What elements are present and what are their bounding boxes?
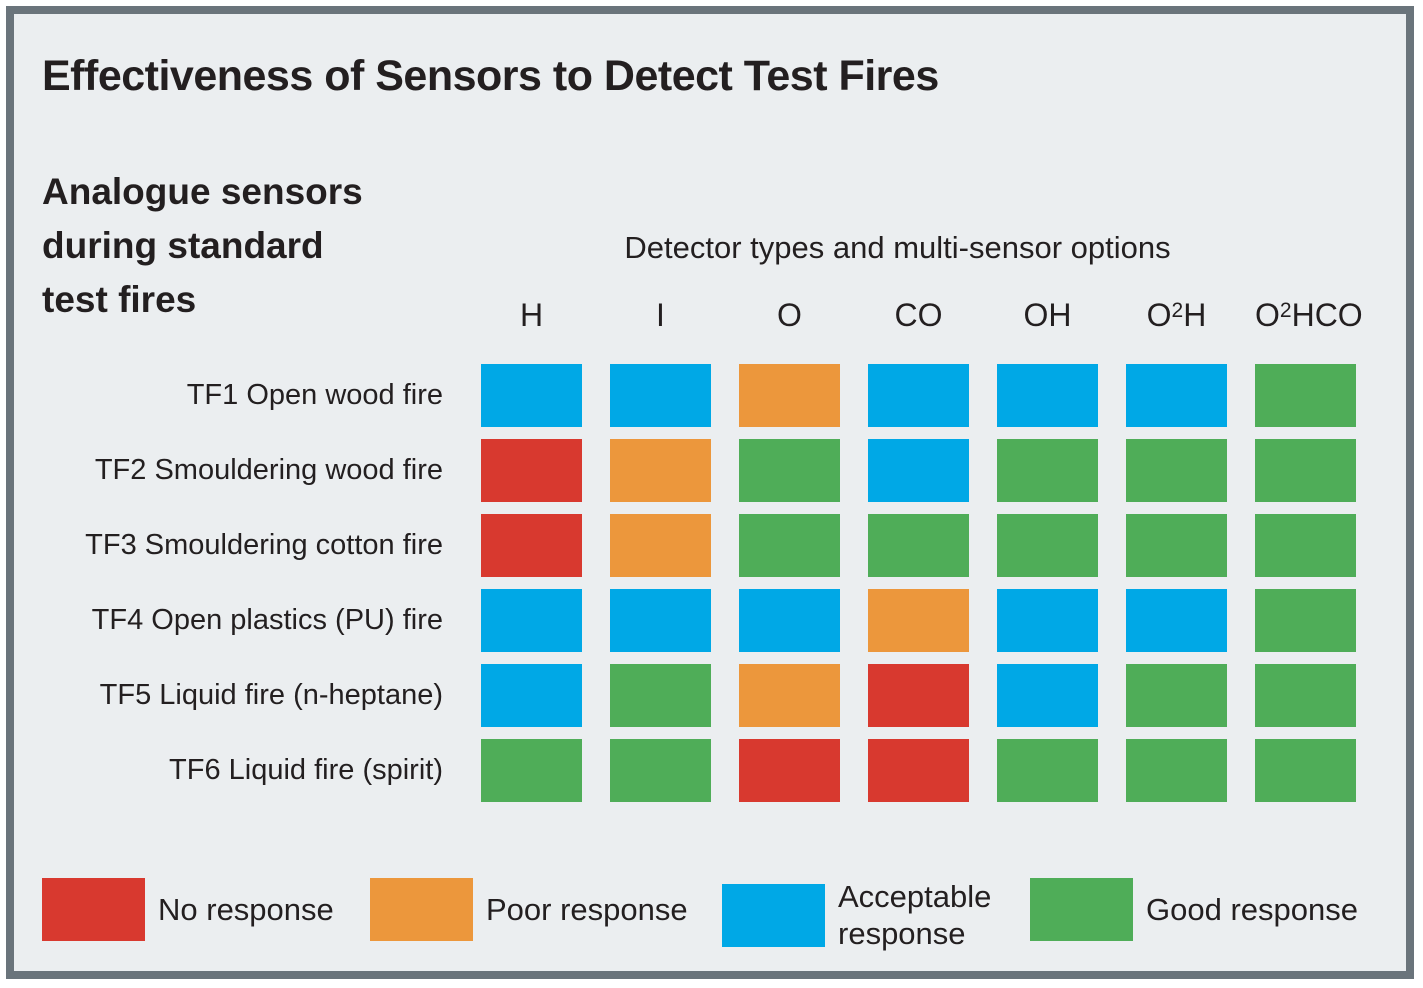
matrix-cell	[610, 589, 711, 652]
legend-item-no: No response	[42, 878, 334, 941]
matrix-cell	[997, 589, 1098, 652]
matrix-cell	[610, 664, 711, 727]
row-axis-title-line: during standard	[42, 225, 324, 266]
legend-label-good: Good response	[1146, 892, 1358, 927]
matrix-cell	[1255, 739, 1356, 802]
matrix-cell	[739, 439, 840, 502]
matrix-cell	[1255, 589, 1356, 652]
matrix	[481, 364, 1356, 802]
legend-swatch-acceptable	[722, 883, 825, 947]
row-label-2: TF3 Smouldering cotton fire	[85, 529, 443, 561]
row-axis-title-line: test fires	[42, 279, 197, 320]
legend-swatch-no	[42, 878, 145, 941]
superscript: 2	[1279, 299, 1292, 322]
matrix-cell	[997, 739, 1098, 802]
matrix-cell	[868, 739, 969, 802]
column-header-6: O2HCO	[1255, 297, 1363, 333]
matrix-cell	[868, 664, 969, 727]
matrix-cell	[739, 514, 840, 577]
matrix-cell	[1126, 664, 1227, 727]
chart-title: Effectiveness of Sensors to Detect Test …	[42, 52, 939, 100]
column-header-2: O	[777, 297, 802, 333]
matrix-cell	[739, 739, 840, 802]
legend-item-good: Good response	[1030, 878, 1358, 941]
matrix-cell	[868, 514, 969, 577]
matrix-cell	[739, 664, 840, 727]
matrix-cell	[1255, 364, 1356, 427]
matrix-cell	[481, 589, 582, 652]
matrix-cell	[481, 739, 582, 802]
matrix-cell	[610, 439, 711, 502]
matrix-cell	[868, 364, 969, 427]
legend-item-acceptable: Acceptable response	[722, 878, 1038, 952]
matrix-cell	[1126, 739, 1227, 802]
legend-label-poor: Poor response	[486, 892, 688, 927]
matrix-cell	[997, 514, 1098, 577]
matrix-cell	[481, 439, 582, 502]
legend-label-acceptable: Acceptable response	[838, 879, 992, 951]
matrix-cell	[481, 514, 582, 577]
matrix-cell	[1126, 364, 1227, 427]
matrix-cell	[610, 364, 711, 427]
legend-label-no: No response	[158, 892, 334, 927]
column-header-5: O2H	[1146, 297, 1207, 333]
column-headers: H I O CO OH O2H O2HCO	[481, 297, 1363, 334]
matrix-cell	[610, 514, 711, 577]
matrix-cell	[481, 364, 582, 427]
column-header-0: H	[519, 297, 544, 333]
matrix-cell	[1255, 439, 1356, 502]
matrix-cell	[868, 439, 969, 502]
legend: No response Poor response Acceptable respo…	[0, 878, 1423, 951]
matrix-cell	[997, 664, 1098, 727]
superscript: 2	[1171, 299, 1184, 322]
matrix-cell	[997, 439, 1098, 502]
column-axis-title: Detector types and multi-sensor options	[624, 230, 1171, 265]
legend-swatch-good	[1030, 878, 1133, 941]
matrix-cell	[739, 589, 840, 652]
row-axis-title: Analogue sensors during standard test fi…	[42, 165, 363, 327]
legend-item-poor: Poor response	[370, 878, 688, 941]
column-header-3: CO	[894, 297, 943, 333]
matrix-cell	[481, 664, 582, 727]
column-header-1: I	[656, 297, 665, 333]
matrix-cell	[1255, 664, 1356, 727]
matrix-cell	[868, 589, 969, 652]
row-label-1: TF2 Smouldering wood fire	[94, 454, 443, 486]
legend-swatch-poor	[370, 878, 473, 941]
matrix-cell	[610, 739, 711, 802]
matrix-cell	[1126, 439, 1227, 502]
row-label-5: TF6 Liquid fire (spirit)	[169, 754, 443, 786]
matrix-cell	[1126, 589, 1227, 652]
row-axis-title-line: Analogue sensors	[42, 171, 363, 212]
matrix-cell	[997, 364, 1098, 427]
row-label-4: TF5 Liquid fire (n-heptane)	[99, 679, 443, 711]
matrix-cell	[739, 364, 840, 427]
column-header-4: OH	[1023, 297, 1072, 333]
row-label-0: TF1 Open wood fire	[186, 379, 443, 411]
matrix-cell	[1255, 514, 1356, 577]
row-label-3: TF4 Open plastics (PU) fire	[91, 604, 443, 636]
matrix-cell	[1126, 514, 1227, 577]
